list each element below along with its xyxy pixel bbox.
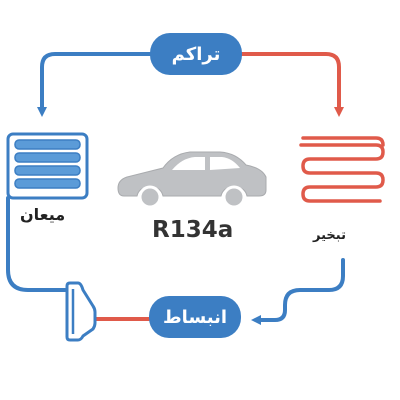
refrigerant-label: R134a [152, 217, 234, 243]
valve-icon [65, 281, 97, 342]
condensation-pill: تراكم [150, 33, 242, 75]
flow-line-top-right [240, 52, 344, 117]
car-icon [117, 151, 267, 209]
flow-line-left [6, 196, 67, 292]
radiator-icon [6, 132, 89, 200]
coil-icon [299, 136, 385, 203]
flow-line-bottom-right [251, 258, 345, 325]
flow-line-top-left [37, 52, 152, 117]
evaporation-label: تبخیر [313, 228, 346, 243]
radiator-label: میعان [20, 205, 66, 224]
expansion-pill: انبساط [149, 296, 241, 338]
